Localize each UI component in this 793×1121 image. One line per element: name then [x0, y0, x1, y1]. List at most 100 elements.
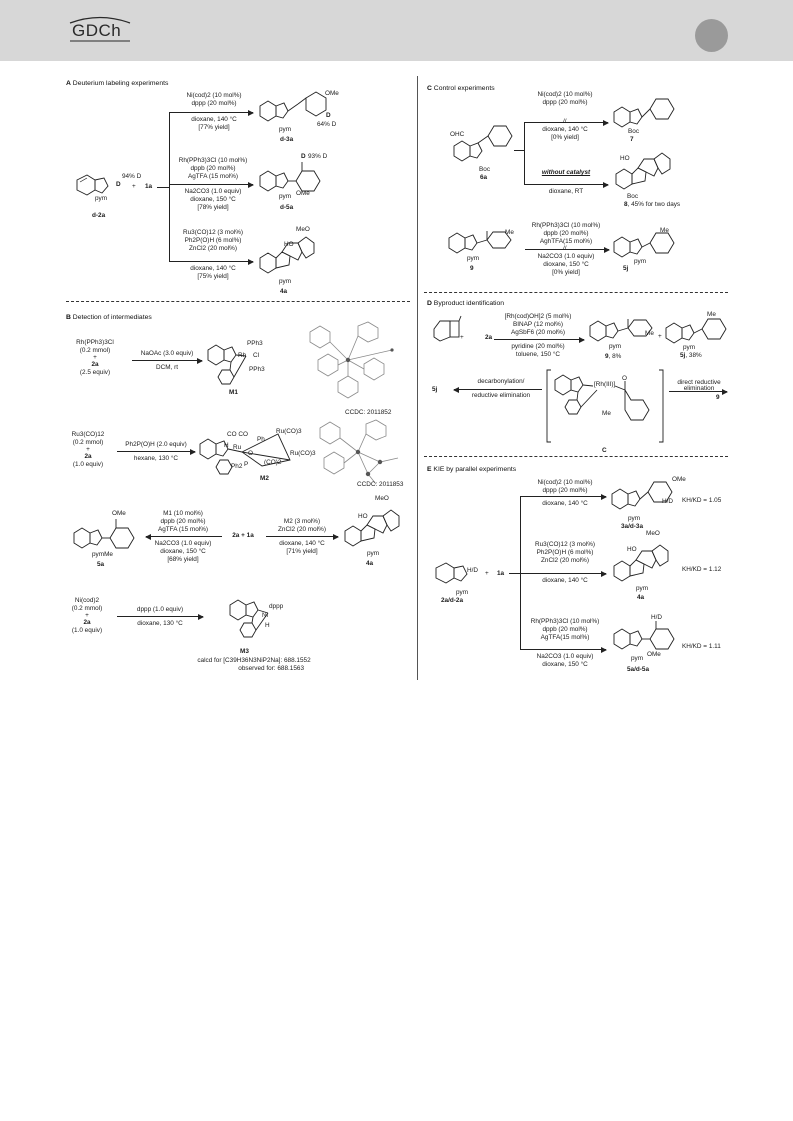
compound-label: M3 — [240, 648, 249, 655]
compound-label: 3a/d-3a — [621, 523, 644, 530]
condition-text: DCM, rt — [155, 364, 178, 371]
condition-text: AgTFA (15 mol%) — [187, 173, 239, 180]
condition-text: AgTFA (15 mol%) — [157, 526, 209, 533]
pym-label: pym — [279, 126, 292, 133]
condition-text: dioxane, 140 °C — [279, 540, 325, 547]
pym-label: pym — [636, 585, 649, 592]
product-structure — [612, 540, 678, 586]
ligand-label: Ru(CO)3 — [290, 450, 316, 457]
kie-value: KH/KD = 1.12 — [682, 566, 722, 573]
pathway-label: elimination — [683, 385, 715, 392]
condition-text: dppp (20 mol%) — [191, 100, 237, 107]
protecting-group-label: Boc — [627, 193, 639, 200]
condition-text: dppb (20 mol%) — [543, 230, 589, 237]
condition-text: without catalyst — [541, 169, 591, 176]
ligand-label: Ph2 — [231, 463, 243, 470]
compound-label: 2a/d-2a — [441, 597, 464, 604]
pym-label: pymMe — [92, 551, 113, 558]
condition-text: dioxane, 140 °C — [542, 500, 588, 507]
ligand-label: O — [248, 450, 253, 457]
kie-value: KH/KD = 1.05 — [682, 497, 722, 504]
condition-text: dioxane, 140 °C — [542, 126, 588, 133]
ligand-label: (CO)2 — [264, 459, 282, 466]
condition-text: pyridine (20 mol%) — [511, 343, 565, 350]
gdch-logo: GDCh — [66, 14, 136, 53]
ligand-label: Cl — [253, 352, 260, 359]
no-reaction-mark: // — [563, 245, 567, 252]
metal-label: Ru — [233, 444, 242, 451]
ccdc-number: CCDC: 2011852 — [345, 409, 392, 416]
section-e-title: E KIE by parallel experiments — [427, 466, 517, 473]
pym-label: pym — [95, 195, 108, 202]
column-divider — [417, 76, 418, 680]
pym-label: pym — [367, 550, 380, 557]
product-structure — [614, 148, 680, 194]
compound-label: 4a — [280, 288, 288, 295]
reagent-text: + — [93, 354, 97, 361]
product-structure — [258, 232, 338, 278]
branch-connector — [509, 573, 520, 574]
compound-label: M2 — [260, 475, 269, 482]
condition-text: ZnCl2 (20 mol%) — [189, 245, 237, 252]
substituent-label: MeO — [646, 530, 660, 537]
metal-label: Ni — [262, 612, 269, 619]
condition-text: Na2CO3 (1.0 equiv) — [154, 540, 212, 547]
plus-sign: + — [485, 570, 489, 577]
pym-label: pym — [467, 255, 480, 262]
reaction-arrow — [145, 533, 222, 540]
reagent-label: 1a — [145, 183, 153, 190]
reagent-text: (2.5 equiv) — [79, 369, 111, 376]
ligand-label: Ph — [257, 436, 265, 443]
yield-text: [77% yield] — [198, 124, 230, 131]
condition-text: Na2CO3 (1.0 equiv) — [184, 188, 242, 195]
condition-text: dppp (1.0 equiv) — [136, 606, 184, 613]
isotope-label: H/D — [662, 498, 674, 505]
condition-text: dioxane, 140 °C — [542, 577, 588, 584]
yield-text: [0% yield] — [552, 269, 580, 276]
pym-label: pym — [628, 515, 641, 522]
reaction-arrow — [266, 533, 339, 540]
product-structure — [612, 226, 684, 262]
condition-text: Ru3(CO)12 (3 mol%) — [534, 541, 595, 548]
cyclobutanone-structure — [432, 315, 462, 349]
substituent-label: OMe — [325, 90, 339, 97]
condition-text: dioxane, 150 °C — [160, 548, 206, 555]
condition-text: ZnCl2 (20 mol%) — [278, 526, 326, 533]
condition-text: dioxane, 150 °C — [542, 661, 588, 668]
crystal-structure-image — [310, 418, 406, 493]
compound-label: 5a — [97, 561, 105, 568]
deuterium-label: D — [301, 153, 306, 160]
protecting-group-label: Boc — [479, 166, 491, 173]
ligand-label: CO CO — [227, 431, 248, 438]
ligand-label: H — [265, 622, 270, 629]
condition-text: dppb (20 mol%) — [190, 165, 236, 172]
reagent-label: 2a — [485, 334, 493, 341]
condition-text: Na2CO3 (1.0 equiv) — [537, 253, 595, 260]
reagent-text: Ni(cod)2 — [74, 597, 100, 604]
yield-text: [68% yield] — [167, 556, 199, 563]
ligand-label: P — [244, 461, 249, 468]
reaction-arrow — [117, 613, 204, 620]
substituent-label: MeO — [375, 495, 389, 502]
compound-label: M1 — [229, 389, 238, 396]
reaction-arrow — [169, 258, 254, 265]
product-structure — [610, 474, 682, 514]
section-c-title: C Control experiments — [427, 85, 495, 92]
pym-label: pym — [609, 343, 622, 350]
yield-text: [71% yield] — [286, 548, 318, 555]
condition-text: Rh(PPh3)3Cl (10 mol%) — [178, 157, 248, 164]
reagent-text: + — [86, 446, 90, 453]
condition-text: dioxane, 140 °C — [191, 116, 237, 123]
intermediate-bracket — [545, 368, 665, 444]
reagent-text: Rh(PPh3)3Cl — [76, 339, 114, 346]
product-yield: 9, 8% — [605, 353, 622, 360]
pym-label: pym — [631, 655, 644, 662]
substituent-label: Me — [660, 227, 669, 234]
condition-text: AghTFA(15 mol%) — [539, 238, 593, 245]
substituent-label: OMe — [296, 190, 310, 197]
condition-text: Ni(cod)2 (10 mol%) — [186, 92, 242, 99]
product-structure — [258, 86, 338, 126]
substrate-structure — [452, 120, 516, 166]
compound-label: 7 — [630, 136, 634, 143]
intermediate-label: C — [602, 447, 607, 454]
